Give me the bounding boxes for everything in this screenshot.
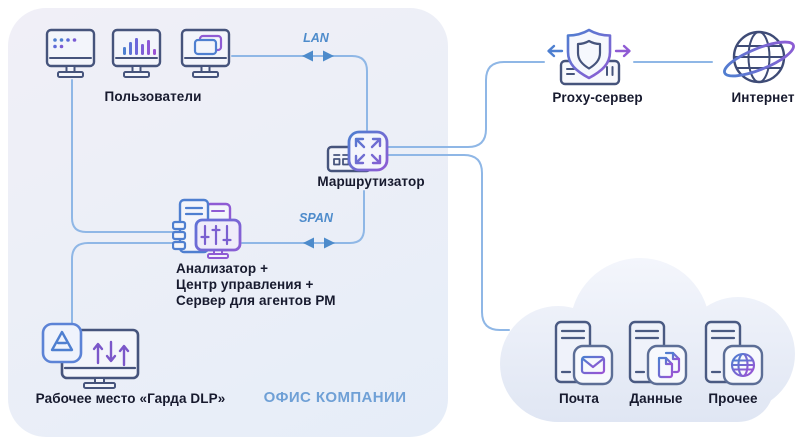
expand-arrows-icon bbox=[354, 137, 382, 165]
sliders-icon bbox=[200, 224, 232, 246]
link-users-analyzer bbox=[71, 79, 175, 233]
monitor-dots-icon bbox=[45, 28, 96, 78]
orbit-icon bbox=[723, 40, 795, 78]
garda-logo-icon bbox=[50, 330, 74, 352]
lan-arrow-right bbox=[323, 50, 334, 62]
users-label: Пользователи bbox=[104, 89, 202, 104]
link-router-proxy bbox=[387, 61, 545, 148]
arrow-right-icon bbox=[614, 44, 631, 58]
mail-server-icon bbox=[554, 320, 614, 386]
monitor-chart-icon bbox=[111, 28, 162, 78]
internet-icon bbox=[723, 30, 795, 84]
router-label: Маршрутизатор bbox=[317, 174, 425, 189]
workstation-label: Рабочее место «Гарда DLP» bbox=[35, 391, 226, 406]
other-server-icon bbox=[704, 320, 764, 386]
internet-label: Интернет bbox=[731, 90, 795, 105]
analyzer-label-line1: Анализатор + bbox=[176, 261, 269, 276]
mail-label: Почта bbox=[558, 391, 600, 406]
proxy-icon bbox=[547, 28, 631, 86]
other-label: Прочее bbox=[708, 391, 758, 406]
vertical-arrows-icon bbox=[92, 340, 130, 367]
router-icon bbox=[326, 130, 389, 173]
proxy-label: Proxy-сервер bbox=[552, 90, 643, 105]
analyzer-label-line3: Сервер для агентов РМ bbox=[176, 293, 336, 308]
envelope-icon bbox=[580, 355, 606, 375]
lan-arrow-left bbox=[302, 50, 313, 62]
data-label: Данные bbox=[629, 391, 683, 406]
analyzer-label-line2: Центр управления + bbox=[176, 277, 314, 292]
link-analyzer-workstation bbox=[71, 242, 175, 326]
users-icon bbox=[45, 28, 231, 78]
arrow-left-icon bbox=[547, 44, 564, 58]
shield-icon bbox=[566, 28, 612, 80]
link-lan bbox=[231, 55, 368, 131]
span-arrow-right bbox=[324, 237, 335, 249]
lan-label: LAN bbox=[303, 31, 329, 45]
analyzer-icon bbox=[172, 198, 242, 259]
workstation-icon bbox=[41, 322, 140, 389]
cloud-shape bbox=[500, 258, 795, 422]
span-label: SPAN bbox=[299, 211, 333, 225]
analyzer-label: Анализатор + Центр управления + Сервер д… bbox=[176, 261, 376, 309]
monitor-windows-icon bbox=[180, 28, 231, 78]
documents-icon bbox=[657, 351, 681, 379]
span-arrow-left bbox=[303, 237, 314, 249]
link-router-cloud bbox=[387, 154, 510, 331]
globe-icon bbox=[730, 352, 756, 378]
link-span bbox=[241, 190, 365, 244]
office-label: ОФИС КОМПАНИИ bbox=[263, 389, 407, 406]
data-server-icon bbox=[628, 320, 688, 386]
